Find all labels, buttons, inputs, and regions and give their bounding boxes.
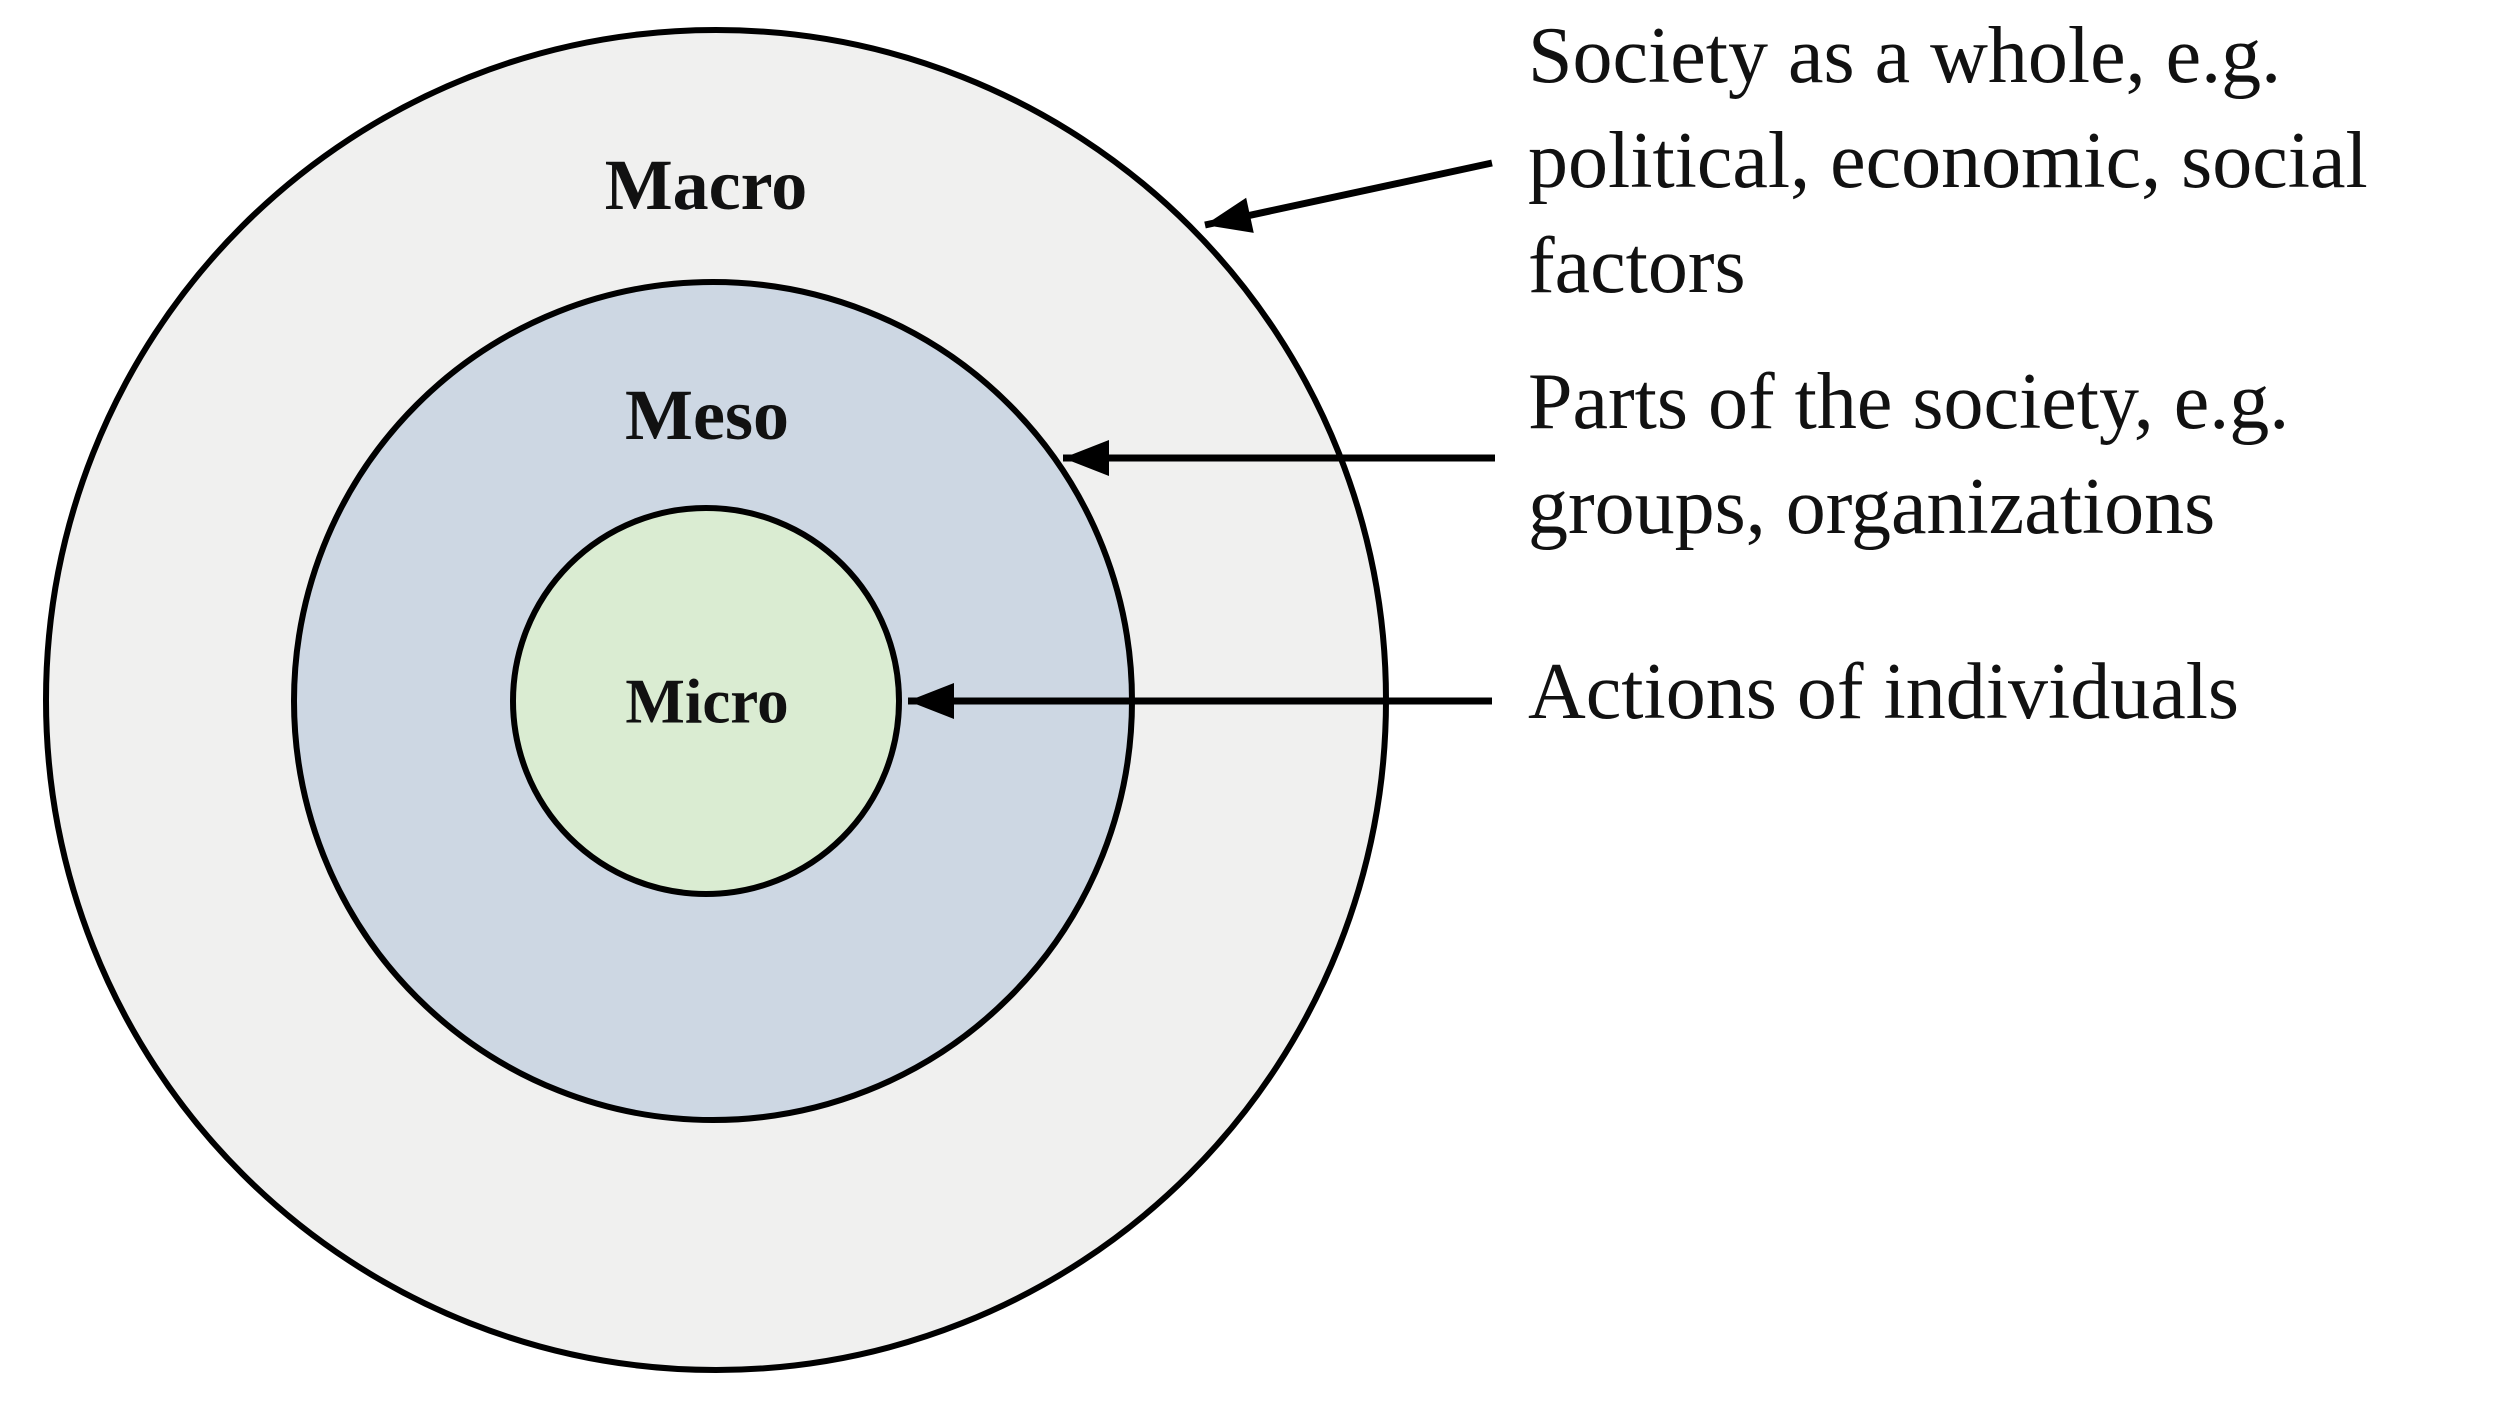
macro-annotation-line-1: Society as a whole, e.g. [1528, 12, 2282, 100]
macro-annotation-line-2: political, economic, social [1528, 117, 2368, 205]
macro-annotation-line-3: factors [1528, 222, 1746, 310]
micro-ring-label: Micro [625, 666, 789, 737]
macro-ring-label: Macro [604, 145, 808, 225]
macro-annotation: Society as a whole, e.g. political, econ… [1528, 4, 2368, 319]
micro-circle [510, 505, 902, 897]
meso-annotation-line-1: Parts of the society, e.g. [1528, 358, 2290, 446]
meso-annotation: Parts of the society, e.g. groups, organ… [1528, 350, 2289, 560]
meso-ring-label: Meso [625, 375, 789, 455]
macro-arrow [1204, 159, 1493, 233]
micro-annotation-line-1: Actions of individuals [1528, 648, 2240, 736]
meso-annotation-line-2: groups, organizations [1528, 463, 2216, 551]
micro-annotation: Actions of individuals [1528, 640, 2239, 745]
